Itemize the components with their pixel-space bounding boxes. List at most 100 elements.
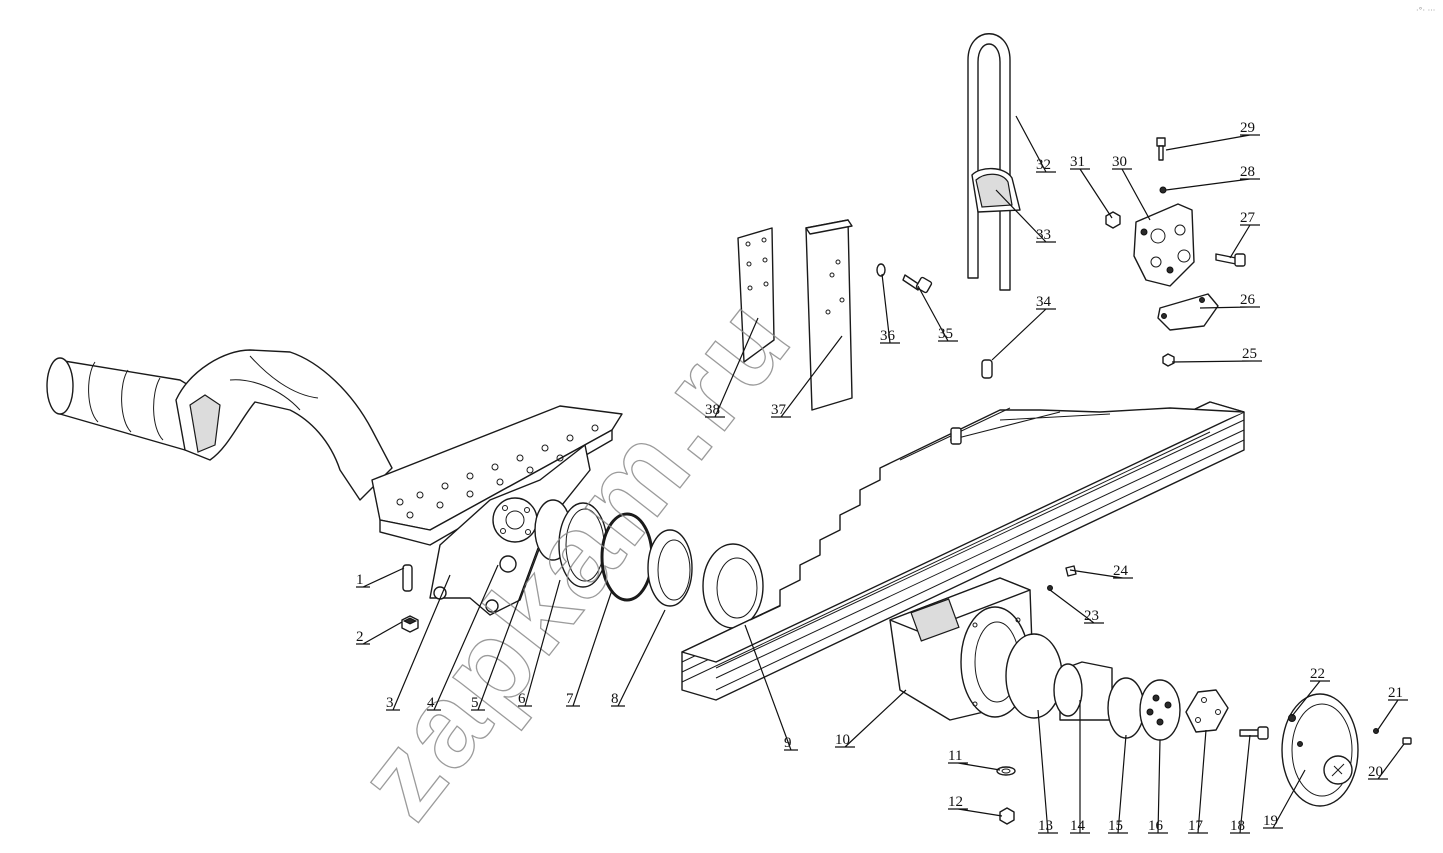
callout-label-11: 11 bbox=[948, 748, 962, 764]
callout-label-26: 26 bbox=[1240, 292, 1256, 308]
callout-leader-8 bbox=[611, 609, 666, 707]
callout-label-5: 5 bbox=[471, 695, 479, 711]
bolt-18 bbox=[1239, 726, 1269, 740]
callout-label-7: 7 bbox=[566, 691, 574, 707]
callout-leader-25 bbox=[1171, 360, 1262, 363]
callout-label-32: 32 bbox=[1036, 157, 1051, 173]
callout-leader-13 bbox=[1037, 709, 1058, 834]
callout-leader-14 bbox=[1070, 700, 1090, 834]
callout-leaders bbox=[356, 115, 1408, 834]
callout-leader-31 bbox=[1070, 168, 1113, 219]
callout-label-22: 22 bbox=[1310, 666, 1325, 682]
nut-left bbox=[401, 615, 419, 633]
callout-label-1: 1 bbox=[356, 572, 364, 588]
leaf-spring bbox=[681, 401, 1245, 701]
callout-label-15: 15 bbox=[1108, 818, 1123, 834]
callout-label-4: 4 bbox=[427, 695, 435, 711]
ball-23 bbox=[1047, 585, 1053, 591]
callout-leader-3 bbox=[386, 574, 451, 711]
callout-leader-15 bbox=[1108, 734, 1128, 834]
pin bbox=[402, 564, 413, 592]
washer-36 bbox=[876, 263, 886, 277]
seal-rings bbox=[534, 499, 764, 629]
callout-leader-2 bbox=[356, 621, 403, 645]
nut-25 bbox=[1162, 353, 1175, 367]
callout-label-20: 20 bbox=[1368, 764, 1383, 780]
callout-leader-36 bbox=[880, 273, 900, 344]
callout-label-37: 37 bbox=[771, 402, 787, 418]
callout-label-3: 3 bbox=[386, 695, 394, 711]
ring-15 bbox=[1107, 677, 1145, 739]
callout-leader-37 bbox=[771, 335, 843, 418]
callout-label-18: 18 bbox=[1230, 818, 1245, 834]
nut-22 bbox=[1288, 714, 1296, 722]
callout-leader-19 bbox=[1263, 769, 1306, 829]
callout-leader-30 bbox=[1112, 168, 1151, 221]
callout-label-6: 6 bbox=[518, 691, 526, 707]
callout-label-28: 28 bbox=[1240, 164, 1255, 180]
callout-label-30: 30 bbox=[1112, 154, 1127, 170]
callout-label-23: 23 bbox=[1084, 608, 1099, 624]
hub-cap bbox=[1281, 693, 1359, 807]
plate-17 bbox=[1185, 689, 1229, 733]
bolt-29 bbox=[1156, 137, 1166, 161]
callout-leader-17 bbox=[1188, 729, 1208, 834]
callout-leader-5 bbox=[471, 547, 539, 711]
callout-leader-22 bbox=[1291, 680, 1330, 717]
callout-leader-32 bbox=[1015, 115, 1056, 173]
callout-label-14: 14 bbox=[1070, 818, 1086, 834]
callout-label-34: 34 bbox=[1036, 294, 1052, 310]
stud-34 bbox=[981, 359, 993, 379]
callout-leader-28 bbox=[1165, 178, 1260, 191]
pad-plates bbox=[737, 219, 853, 411]
callout-leader-29 bbox=[1165, 134, 1260, 151]
axle-arm bbox=[46, 349, 393, 501]
clamp-bracket bbox=[1133, 203, 1219, 331]
pin-28 bbox=[1159, 186, 1167, 194]
callout-label-24: 24 bbox=[1113, 563, 1129, 579]
thrust-washer-16 bbox=[1139, 679, 1181, 741]
bolt-27 bbox=[1215, 253, 1246, 267]
callout-label-31: 31 bbox=[1070, 154, 1085, 170]
callout-label-8: 8 bbox=[611, 691, 619, 707]
callout-label-33: 33 bbox=[1036, 227, 1051, 243]
callout-leader-6 bbox=[518, 579, 561, 707]
callout-leader-24 bbox=[1069, 569, 1133, 579]
bolt-35 bbox=[902, 274, 933, 294]
callout-leader-38 bbox=[705, 317, 759, 418]
screw-20 bbox=[1402, 737, 1412, 745]
callout-label-13: 13 bbox=[1038, 818, 1053, 834]
seal-ring-13 bbox=[1005, 633, 1063, 719]
u-bolt bbox=[967, 33, 1021, 291]
corner-mark: ·°· ··· bbox=[1416, 6, 1435, 15]
callout-leader-20 bbox=[1368, 743, 1405, 780]
washer-11 bbox=[996, 766, 1016, 776]
callout-leader-34 bbox=[991, 308, 1056, 361]
callout-leader-18 bbox=[1230, 734, 1251, 834]
callout-label-9: 9 bbox=[784, 735, 792, 751]
callout-leader-27 bbox=[1229, 224, 1260, 259]
callout-leader-35 bbox=[917, 285, 958, 342]
nut-31 bbox=[1105, 211, 1121, 229]
callout-label-27: 27 bbox=[1240, 210, 1256, 226]
callout-label-17: 17 bbox=[1188, 818, 1204, 834]
callout-leader-7 bbox=[566, 589, 613, 707]
callout-label-29: 29 bbox=[1240, 120, 1255, 136]
callout-leader-21 bbox=[1376, 699, 1408, 732]
callout-label-38: 38 bbox=[705, 402, 720, 418]
callout-label-16: 16 bbox=[1148, 818, 1164, 834]
callout-leader-4 bbox=[427, 564, 499, 711]
callout-leader-26 bbox=[1199, 306, 1260, 309]
callout-label-2: 2 bbox=[356, 629, 364, 645]
callout-leader-16 bbox=[1148, 739, 1168, 834]
nut-12 bbox=[999, 807, 1015, 825]
callout-leader-23 bbox=[1049, 589, 1104, 624]
callout-label-12: 12 bbox=[948, 794, 963, 810]
callout-label-21: 21 bbox=[1388, 685, 1403, 701]
sleeve-14 bbox=[1053, 661, 1113, 721]
callout-leader-1 bbox=[356, 567, 405, 588]
callout-leader-11 bbox=[948, 762, 1001, 771]
